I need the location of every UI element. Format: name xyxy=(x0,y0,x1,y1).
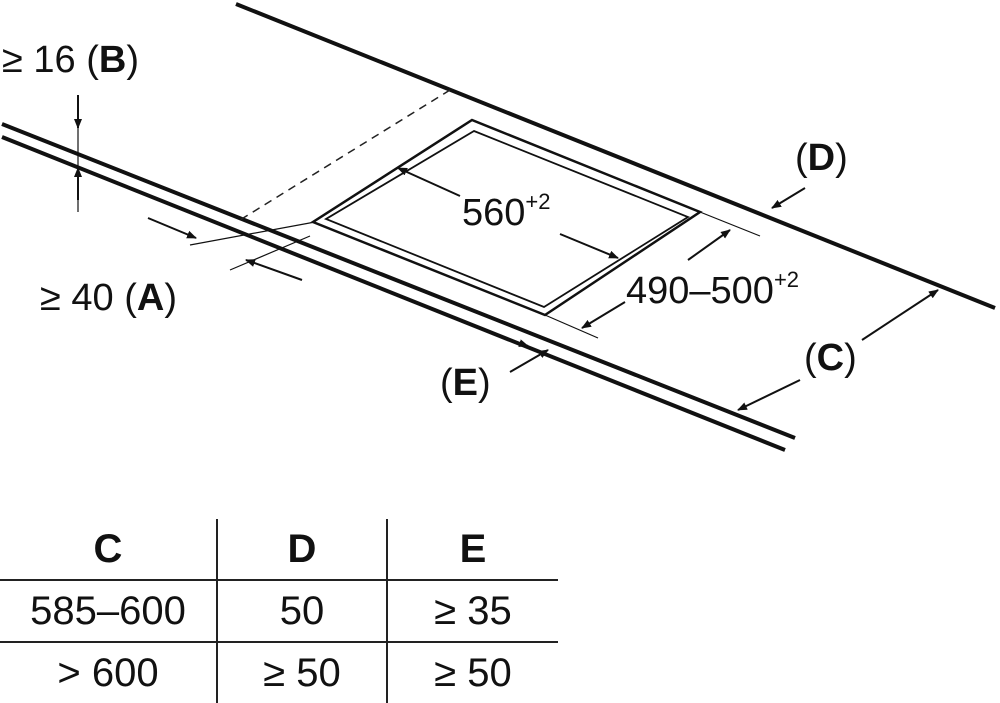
c-letter-label: (C) xyxy=(804,337,857,379)
cell-e: ≥ 35 xyxy=(387,580,558,643)
cell-c: 585–600 xyxy=(0,580,218,643)
c-arrow-bottom xyxy=(737,379,801,411)
header-e: E xyxy=(387,519,558,581)
table-row: > 600 ≥ 50 ≥ 50 xyxy=(0,642,558,703)
worktop-front-edge-lower xyxy=(1,135,786,452)
table-row: 585–600 50 ≥ 35 xyxy=(0,580,558,643)
a-arrow-right xyxy=(245,259,303,281)
width-arrow-left xyxy=(397,167,461,197)
a-arrow-left xyxy=(147,217,197,239)
cutout-inner xyxy=(323,129,690,309)
depth-arrow-bottom xyxy=(581,301,626,329)
depth-dimension-label: 490–500+2 xyxy=(626,267,799,312)
e-arrow-right xyxy=(509,349,549,373)
cutout-diagram: ≥ 16 (B) ≥ 40 (A) 560+2 490–500+2 (D) (C… xyxy=(1,2,996,452)
width-dimension-label: 560+2 xyxy=(462,189,551,234)
extension-line-2 xyxy=(544,314,599,339)
a-dimension-label: ≥ 40 (A) xyxy=(40,277,177,319)
spec-table: C D E 585–600 50 ≥ 35 > 600 ≥ 50 ≥ 50 xyxy=(0,519,558,703)
extension-line-1 xyxy=(189,221,316,246)
cell-e: ≥ 50 xyxy=(434,650,512,695)
worktop-front-edge-upper xyxy=(1,122,796,440)
d-arrow xyxy=(771,187,806,209)
depth-arrow-top xyxy=(687,229,731,261)
d-letter-label: (D) xyxy=(795,137,848,179)
cell-c: > 600 xyxy=(0,642,218,703)
c-arrow-top xyxy=(861,289,939,341)
header-d: D xyxy=(217,519,388,581)
extension-line-3 xyxy=(699,211,761,237)
cell-d: 50 xyxy=(217,580,388,643)
header-c: C xyxy=(0,519,218,581)
width-arrow-right xyxy=(559,233,619,259)
back-wall-edge xyxy=(235,2,996,310)
e-arrow-left xyxy=(509,339,529,347)
extension-line-4 xyxy=(229,235,311,271)
cell-d: ≥ 50 xyxy=(217,642,388,703)
b-dimension-label: ≥ 16 (B) xyxy=(2,39,139,81)
table-header-row: C D E xyxy=(0,519,558,581)
e-letter-label: (E) xyxy=(440,362,491,404)
